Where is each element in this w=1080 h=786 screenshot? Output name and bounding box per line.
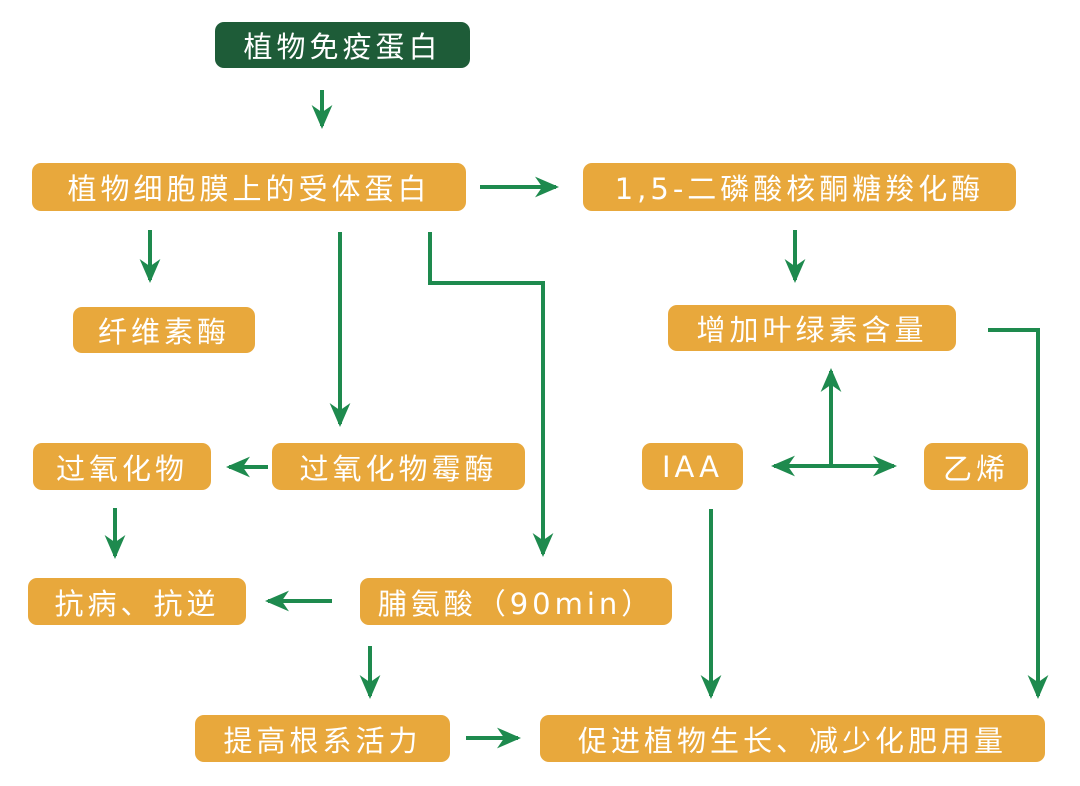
node-growth: 促进植物生长、减少化肥用量 [540,715,1045,762]
edge-receptor-to-proline [428,232,554,557]
node-iaa: IAA [642,443,743,490]
node-plant-immune-protein: 植物免疫蛋白 [215,22,470,68]
node-resistance: 抗病、抗逆 [28,578,246,625]
node-ethylene: 乙烯 [924,443,1028,490]
node-cellulase: 纤维素酶 [73,307,255,353]
node-proline: 脯氨酸（90min） [360,578,672,625]
node-receptor-protein: 植物细胞膜上的受体蛋白 [32,163,466,211]
edge-chlorophyll-to-growth [988,328,1049,699]
node-chlorophyll: 增加叶绿素含量 [668,305,956,351]
node-peroxide: 过氧化物 [33,443,211,490]
node-rubisco: 1,5-二磷酸核酮糖羧化酶 [583,163,1016,211]
node-peroxidase: 过氧化物霉酶 [272,443,525,490]
node-root-vitality: 提高根系活力 [195,715,450,762]
